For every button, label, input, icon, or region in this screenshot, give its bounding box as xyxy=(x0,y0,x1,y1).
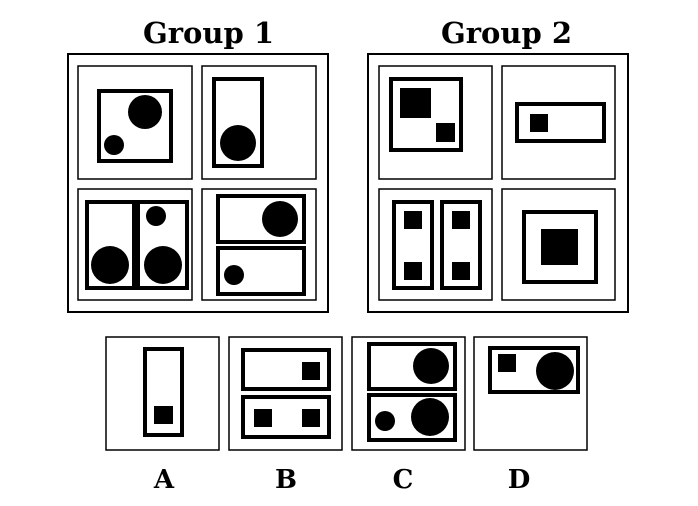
group-1-cell-4 xyxy=(201,188,317,301)
group-2-cell-3 xyxy=(378,188,493,301)
group-1-cell-2 xyxy=(201,65,317,180)
option-a-label: A xyxy=(153,465,175,495)
option-d-label: D xyxy=(507,465,531,495)
option-a-panel[interactable] xyxy=(105,336,220,451)
group-1-frame xyxy=(67,53,329,313)
option-c-panel[interactable] xyxy=(351,336,466,451)
option-d-panel[interactable] xyxy=(473,336,588,451)
group-1-cell-3 xyxy=(77,188,193,301)
option-c-label: C xyxy=(392,465,414,495)
option-b-label: B xyxy=(275,465,297,495)
group-1-cell-1 xyxy=(77,65,193,180)
option-b-panel[interactable] xyxy=(228,336,343,451)
group-1-title: Group 1 xyxy=(143,16,275,50)
group-2-frame xyxy=(367,53,629,313)
group-2-cell-2 xyxy=(501,65,616,180)
group-2-cell-4 xyxy=(501,188,616,301)
group-2-title: Group 2 xyxy=(441,16,573,50)
group-2-cell-1 xyxy=(378,65,493,180)
